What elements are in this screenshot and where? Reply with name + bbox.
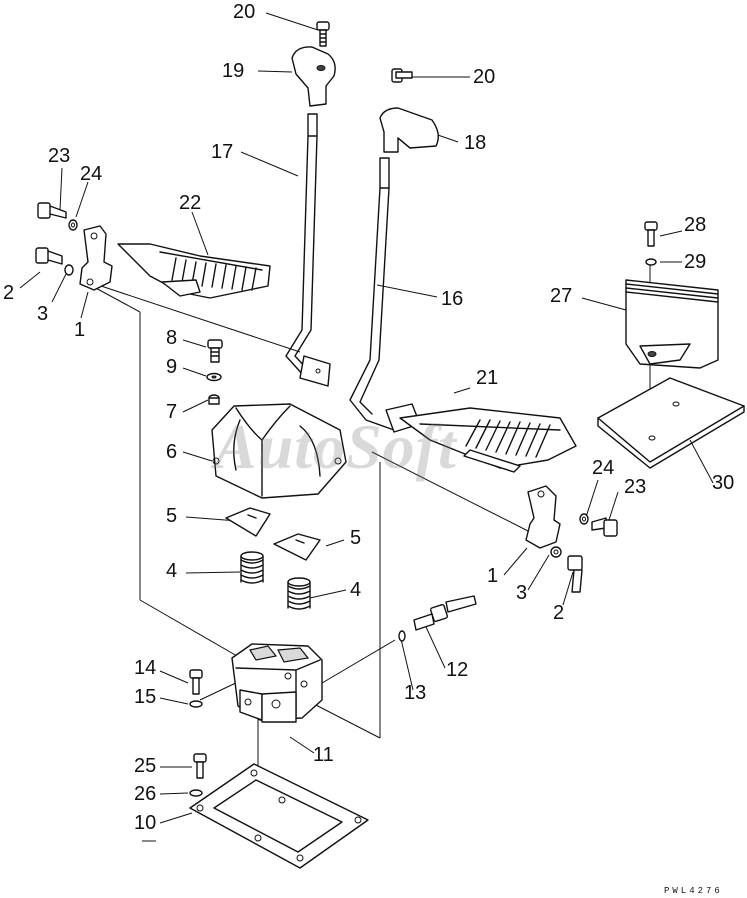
washer-part-24-left — [68, 219, 78, 231]
drawing-code: PWL4276 — [664, 886, 723, 896]
callout-2-right: 2 — [553, 602, 565, 624]
callout-4-left: 4 — [166, 560, 178, 582]
cover-part-27 — [625, 279, 719, 369]
callout-2-left: 2 — [3, 282, 15, 304]
callout-14: 14 — [134, 657, 157, 679]
plate-part-5-right — [273, 533, 321, 561]
callout-13: 13 — [404, 682, 427, 704]
bolt-part-23-right — [591, 517, 618, 537]
callout-7: 7 — [166, 401, 178, 423]
boot-part-6 — [211, 403, 347, 499]
spring-part-4-left — [240, 551, 264, 584]
callout-9: 9 — [166, 356, 178, 378]
seal-part-13 — [398, 630, 406, 642]
callout-16: 16 — [441, 288, 464, 310]
fitting-part-12 — [413, 595, 477, 631]
plate-part-5-left — [225, 507, 271, 537]
callout-23-right: 23 — [624, 476, 647, 498]
callout-23-left: 23 — [48, 145, 71, 167]
bolt-part-14 — [189, 669, 203, 695]
callout-10: 10 — [134, 812, 157, 834]
spring-part-4-right — [287, 577, 311, 610]
callout-11: 11 — [313, 744, 334, 766]
washer-part-3-right — [550, 546, 562, 558]
washer-part-26 — [189, 789, 203, 797]
mounting-plate-part-10 — [189, 763, 369, 869]
callout-28: 28 — [684, 214, 707, 236]
callout-1-right: 1 — [487, 565, 499, 587]
washer-part-3-left — [64, 264, 74, 276]
bracket-part-1-left — [79, 225, 113, 291]
leader-lines — [19, 12, 714, 842]
nut-part-7 — [208, 394, 220, 405]
bracket-part-1-right — [525, 485, 561, 549]
pedal-part-22 — [117, 243, 271, 299]
bolt-part-28 — [644, 221, 658, 247]
callout-20-top: 20 — [233, 1, 256, 23]
callout-22: 22 — [179, 192, 202, 214]
bolt-part-2-right — [567, 555, 583, 593]
pedal-part-21 — [399, 407, 577, 473]
callout-15: 15 — [134, 686, 157, 708]
callout-18: 18 — [464, 132, 487, 154]
callout-1-left: 1 — [74, 319, 86, 341]
washer-part-29 — [645, 258, 657, 266]
callout-20-right: 20 — [473, 66, 496, 88]
callout-5-left: 5 — [166, 505, 178, 527]
bolt-part-2-left — [35, 247, 63, 265]
callout-24-left: 24 — [80, 163, 103, 185]
callout-29: 29 — [684, 251, 707, 273]
callout-25: 25 — [134, 755, 157, 777]
callout-27: 27 — [550, 285, 573, 307]
callout-5-right: 5 — [350, 527, 362, 549]
callout-8: 8 — [166, 327, 178, 349]
bolt-part-8 — [207, 339, 223, 363]
callout-6: 6 — [166, 441, 178, 463]
bolt-part-20-right — [391, 68, 413, 83]
callout-24-right: 24 — [592, 457, 615, 479]
callout-26: 26 — [134, 783, 157, 805]
lever-part-16 — [349, 157, 421, 433]
washer-part-9 — [206, 372, 222, 382]
callout-4-right: 4 — [350, 579, 362, 601]
callout-3-right: 3 — [516, 582, 528, 604]
callout-30: 30 — [712, 472, 735, 494]
callout-21: 21 — [476, 367, 499, 389]
washer-part-24-right — [579, 513, 589, 525]
knob-part-18 — [379, 107, 439, 153]
lever-part-17 — [285, 113, 331, 387]
plate-part-30 — [597, 377, 745, 469]
bolt-part-20-top — [316, 21, 330, 47]
valve-part-11 — [231, 643, 323, 723]
washer-part-15 — [189, 700, 203, 708]
knob-part-19 — [291, 46, 336, 107]
bolt-part-23-left — [37, 202, 67, 219]
callout-17: 17 — [211, 141, 234, 163]
callout-3-left: 3 — [37, 303, 49, 325]
callout-19: 19 — [222, 60, 245, 82]
bolt-part-25 — [193, 753, 207, 779]
callout-12: 12 — [446, 659, 469, 681]
